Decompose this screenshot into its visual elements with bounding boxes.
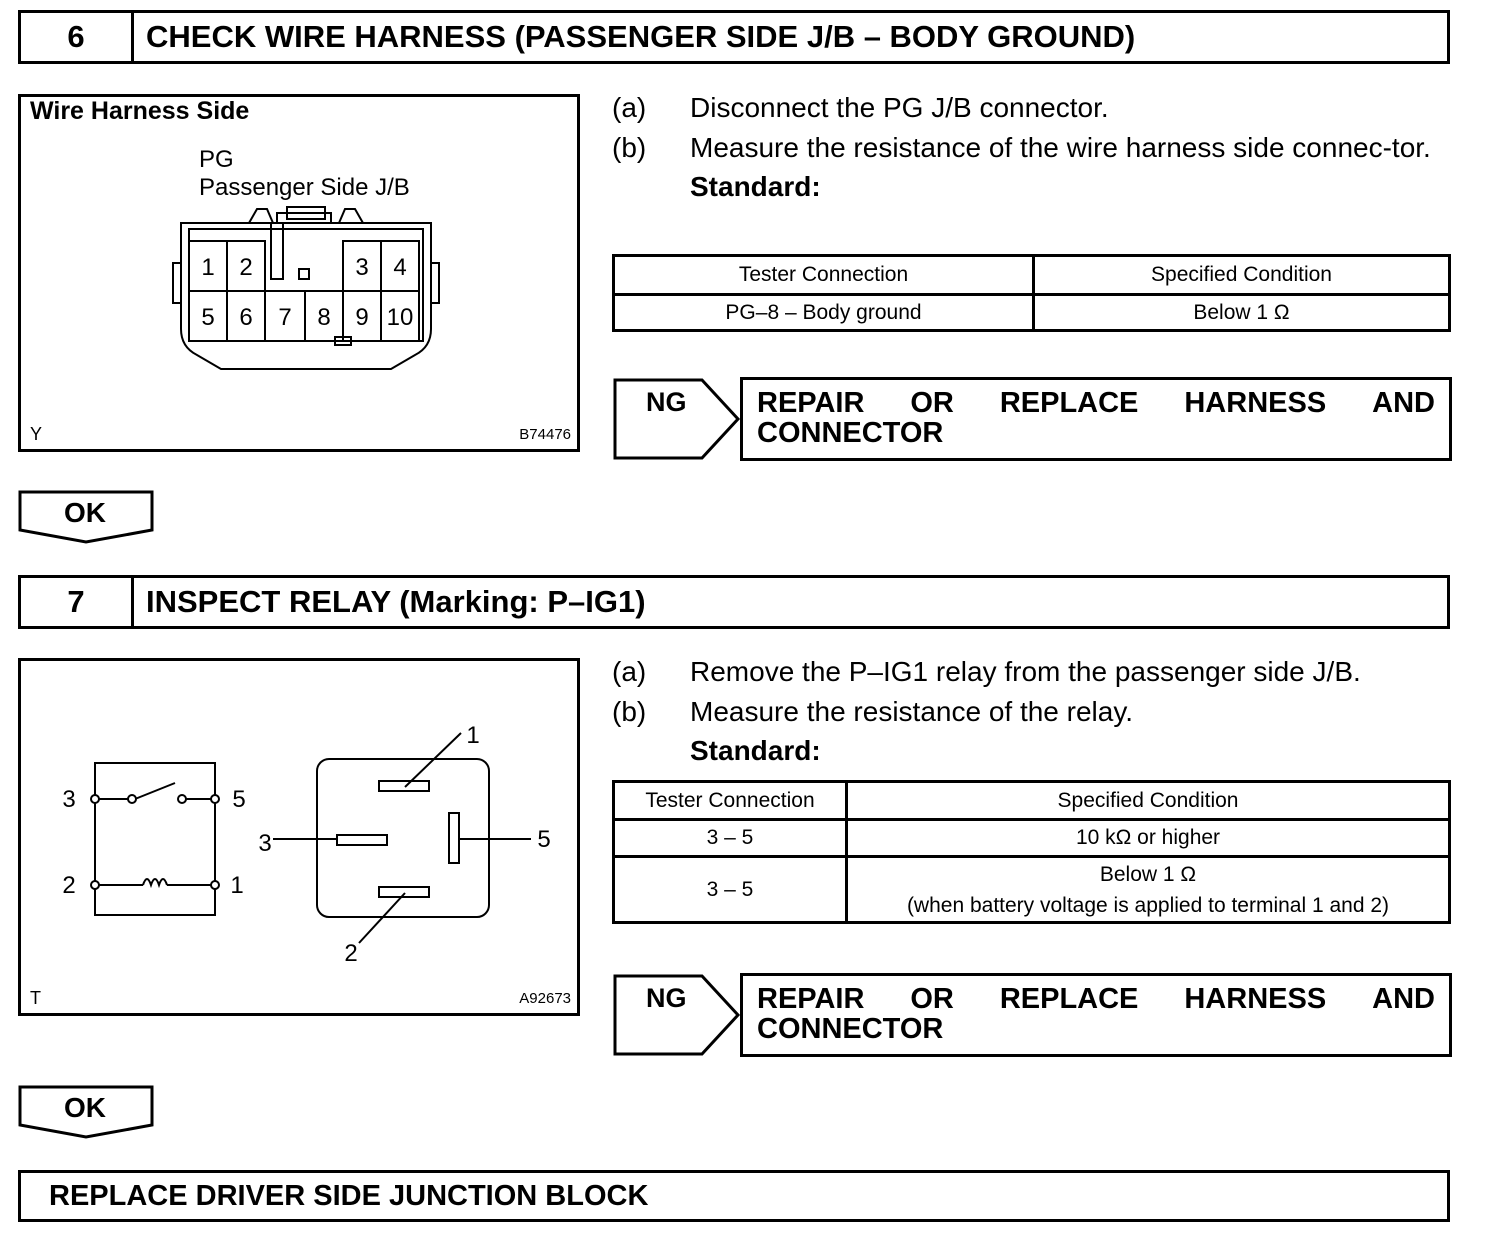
pin-label: 7 bbox=[278, 304, 291, 331]
table-header: Tester Connection bbox=[612, 780, 848, 821]
pin-label: 6 bbox=[239, 304, 252, 331]
pin-label: 9 bbox=[355, 304, 368, 331]
table-header-row: Tester Connection Specified Condition bbox=[612, 254, 1451, 296]
ng-arrow-icon bbox=[613, 378, 741, 460]
pin-label: 5 bbox=[201, 304, 214, 331]
step7-relay-figure: 3 5 2 1 1 3 5 2 T A92673 bbox=[18, 658, 580, 1016]
table-cell: PG–8 – Body ground bbox=[612, 293, 1035, 332]
step6-spec-table: Tester Connection Specified Condition PG… bbox=[612, 254, 1451, 332]
schematic-terminal: 3 bbox=[62, 786, 75, 813]
ok-label: OK bbox=[64, 1092, 106, 1123]
standard-label: Standard: bbox=[690, 171, 821, 202]
table-row: 3 – 5 Below 1 Ω (when battery voltage is… bbox=[612, 855, 1451, 924]
pin-label: 10 bbox=[387, 304, 414, 331]
step7-instructions: (a) Remove the P–IG1 relay from the pass… bbox=[612, 652, 1462, 770]
relay-diagram: 3 5 2 1 1 3 5 2 bbox=[62, 722, 550, 967]
step6-header: 6 CHECK WIRE HARNESS (PASSENGER SIDE J/B… bbox=[18, 10, 1450, 64]
table-header: Specified Condition bbox=[845, 780, 1451, 821]
pin-label: 3 bbox=[355, 254, 368, 281]
pin-label: 8 bbox=[317, 304, 330, 331]
step7-spec-table: Tester Connection Specified Condition 3 … bbox=[612, 780, 1451, 924]
figure-id: B74476 bbox=[519, 426, 571, 443]
schematic-terminal: 1 bbox=[230, 872, 243, 899]
instruction-item: (b) Measure the resistance of the relay. bbox=[612, 696, 1134, 727]
ok-arrow-icon bbox=[18, 490, 154, 544]
pin-label: 4 bbox=[393, 254, 406, 281]
ok-label: OK bbox=[64, 497, 106, 528]
final-action: REPLACE DRIVER SIDE JUNCTION BLOCK bbox=[18, 1170, 1450, 1222]
ng-label: NG bbox=[646, 983, 687, 1013]
pin-label: 2 bbox=[239, 254, 252, 281]
schematic-terminal: 2 bbox=[62, 872, 75, 899]
step6-number: 6 bbox=[21, 13, 134, 61]
table-cell: Below 1 Ω (when battery voltage is appli… bbox=[845, 855, 1451, 924]
step6-ng-result: NG REPAIR OR REPLACE HARNESS AND CONNECT… bbox=[612, 377, 1452, 461]
step6-instructions: (a) Disconnect the PG J/B connector. (b)… bbox=[612, 88, 1462, 206]
step6-title: CHECK WIRE HARNESS (PASSENGER SIDE J/B –… bbox=[146, 19, 1136, 54]
table-header: Tester Connection bbox=[612, 254, 1035, 296]
ng-arrow-icon bbox=[613, 974, 741, 1056]
table-row: 3 – 5 10 kΩ or higher bbox=[612, 818, 1451, 858]
step6-ok-result: OK bbox=[18, 490, 156, 544]
ok-arrow-icon bbox=[18, 1085, 154, 1139]
instruction-item: (a) Remove the P–IG1 relay from the pass… bbox=[612, 656, 1361, 687]
table-cell: 3 – 5 bbox=[612, 855, 848, 924]
relay-terminal: 3 bbox=[258, 830, 271, 857]
step7-ok-result: OK bbox=[18, 1085, 156, 1139]
ng-action: REPAIR OR REPLACE HARNESS AND CONNECTOR bbox=[740, 377, 1452, 461]
table-row: PG–8 – Body ground Below 1 Ω bbox=[612, 293, 1451, 332]
connector-name: Passenger Side J/B bbox=[199, 174, 410, 201]
ng-label: NG bbox=[646, 387, 687, 417]
step7-ng-result: NG REPAIR OR REPLACE HARNESS AND CONNECT… bbox=[612, 973, 1452, 1057]
ng-action: REPAIR OR REPLACE HARNESS AND CONNECTOR bbox=[740, 973, 1452, 1057]
step6-connector-figure: Wire Harness Side bbox=[18, 94, 580, 452]
relay-terminal: 1 bbox=[466, 722, 479, 749]
connector-code: PG bbox=[199, 146, 234, 173]
table-cell: Below 1 Ω bbox=[1032, 293, 1451, 332]
relay-terminal: 5 bbox=[537, 826, 550, 853]
figure-title: Wire Harness Side bbox=[30, 97, 250, 125]
figure-corner-code: Y bbox=[30, 424, 43, 444]
relay-terminal: 2 bbox=[344, 940, 357, 967]
figure-id: A92673 bbox=[519, 990, 571, 1007]
figure-corner-code: T bbox=[30, 988, 41, 1008]
pin-label: 1 bbox=[201, 254, 214, 281]
step7-number: 7 bbox=[21, 578, 134, 626]
standard-label: Standard: bbox=[690, 735, 821, 766]
table-cell: 10 kΩ or higher bbox=[845, 818, 1451, 858]
table-header: Specified Condition bbox=[1032, 254, 1451, 296]
instruction-item: (b) Measure the resistance of the wire h… bbox=[612, 132, 1431, 163]
instruction-item: (a) Disconnect the PG J/B connector. bbox=[612, 92, 1109, 123]
schematic-terminal: 5 bbox=[232, 786, 245, 813]
step7-header: 7 INSPECT RELAY (Marking: P–IG1) bbox=[18, 575, 1450, 629]
connector-diagram: PG Passenger Side J/B 1 2 3 4 5 6 7 8 9 … bbox=[172, 146, 440, 370]
step7-title: INSPECT RELAY (Marking: P–IG1) bbox=[146, 584, 646, 619]
table-header-row: Tester Connection Specified Condition bbox=[612, 780, 1451, 821]
table-cell: 3 – 5 bbox=[612, 818, 848, 858]
